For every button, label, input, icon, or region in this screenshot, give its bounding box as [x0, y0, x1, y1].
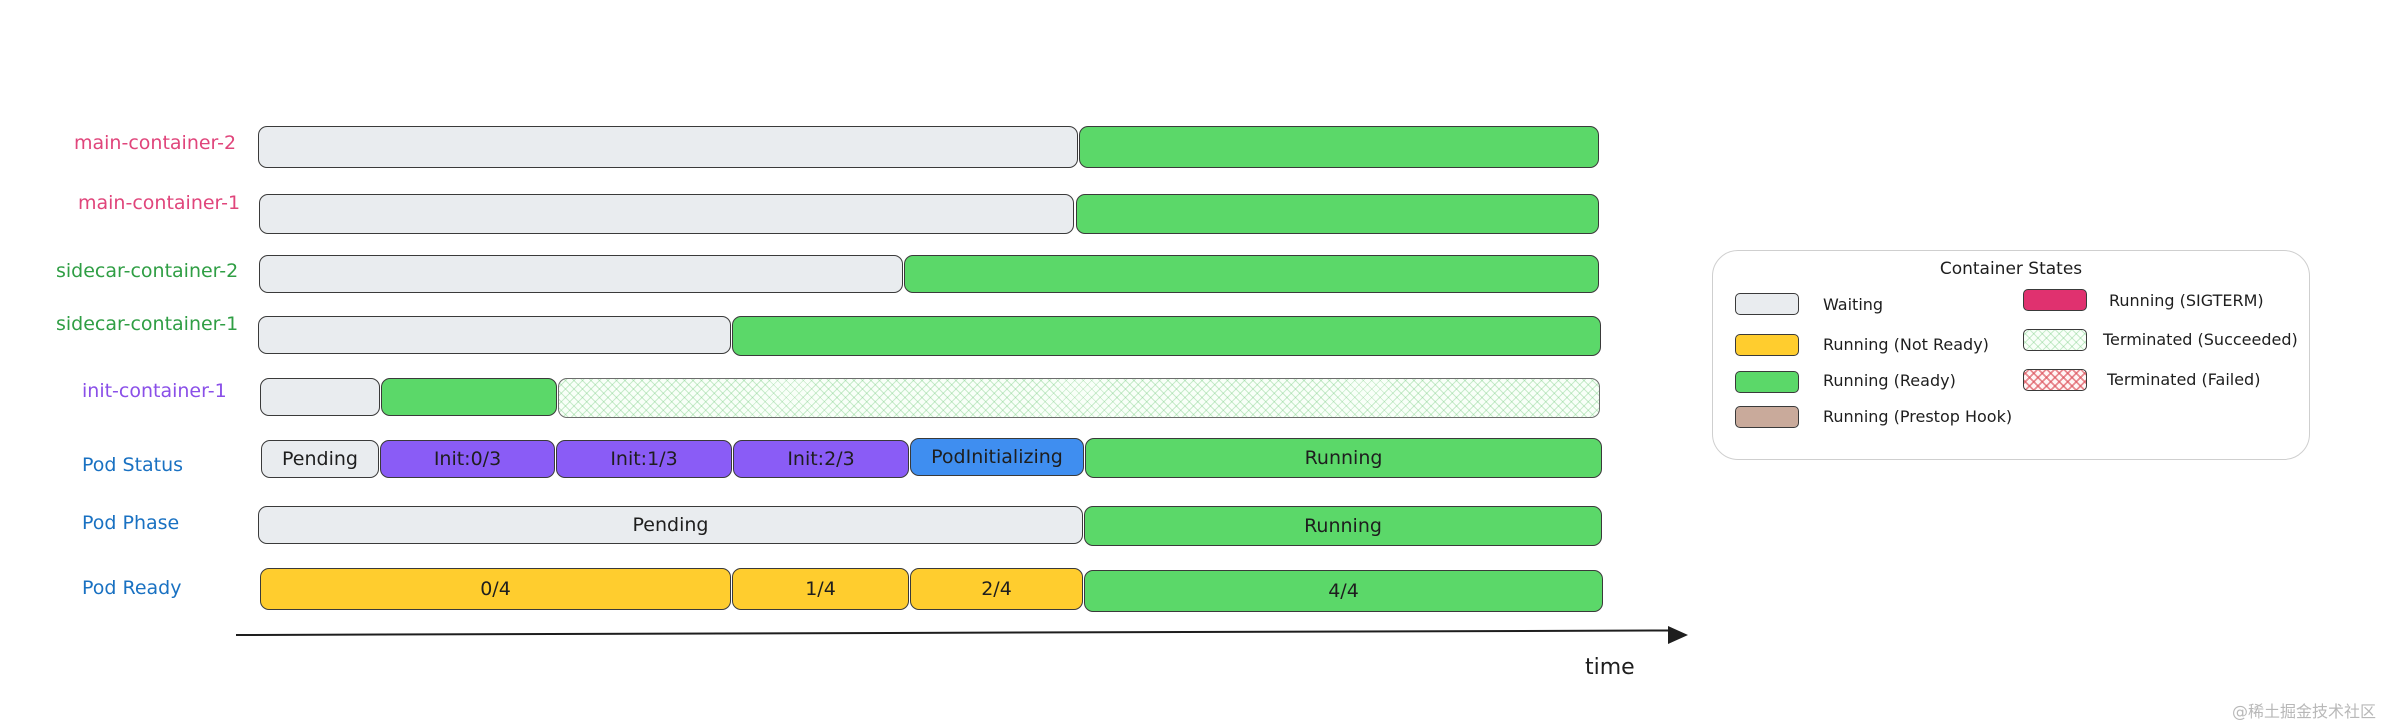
init-container-1-succeeded-bar [558, 378, 1600, 418]
main-container-1-waiting-bar [259, 194, 1074, 234]
legend-swatch-running-prestop-hook [1735, 406, 1799, 428]
pod-status-pending: Pending [261, 440, 379, 478]
pod-status-init-0-3: Init:0/3 [380, 440, 555, 478]
sidecar-container-1-ready-bar [732, 316, 1601, 356]
legend-panel: Container States Waiting Running (Not Re… [1712, 250, 2310, 460]
pod-status-init-1-3: Init:1/3 [556, 440, 732, 478]
row-label-pod-status: Pod Status [82, 454, 184, 476]
legend-label-terminated-failed: Terminated (Failed) [2107, 370, 2261, 389]
legend-swatch-waiting [1735, 293, 1799, 315]
pod-ready-4-of-4: 4/4 [1084, 570, 1603, 612]
legend-swatch-terminated-succeeded [2023, 329, 2087, 351]
legend-label-running-not-ready: Running (Not Ready) [1823, 335, 1989, 354]
row-label-pod-ready: Pod Ready [82, 577, 182, 599]
main-container-1-ready-bar [1076, 194, 1599, 234]
sidecar-container-1-waiting-bar [258, 316, 731, 354]
legend-title: Container States [1939, 259, 2083, 279]
row-label-pod-phase: Pod Phase [82, 512, 180, 534]
legend-label-running-prestop-hook: Running (Prestop Hook) [1823, 407, 2013, 426]
pod-ready-1-of-4: 1/4 [732, 568, 909, 610]
pod-ready-2-of-4: 2/4 [910, 568, 1083, 610]
legend-swatch-running-sigterm [2023, 289, 2087, 311]
row-label-main-container-1: main-container-1 [78, 192, 241, 214]
init-container-1-waiting-bar [260, 378, 380, 416]
legend-label-running-sigterm: Running (SIGTERM) [2109, 291, 2264, 310]
init-container-1-ready-bar [381, 378, 557, 416]
row-label-main-container-2: main-container-2 [74, 132, 237, 154]
row-label-sidecar-container-2: sidecar-container-2 [56, 260, 239, 282]
legend-swatch-running-ready [1735, 371, 1799, 393]
pod-phase-pending: Pending [258, 506, 1083, 544]
time-axis-arrowhead [1668, 626, 1688, 644]
legend-swatch-running-not-ready [1735, 334, 1799, 356]
watermark: @稀土掘金技术社区 [2231, 702, 2376, 721]
main-container-2-waiting-bar [258, 126, 1078, 168]
legend-label-waiting: Waiting [1823, 295, 1884, 314]
row-label-init-container-1: init-container-1 [82, 380, 227, 402]
main-container-2-ready-bar [1079, 126, 1599, 168]
legend-swatch-terminated-failed [2023, 369, 2087, 391]
pod-status-running: Running [1085, 438, 1602, 478]
sidecar-container-2-waiting-bar [259, 255, 903, 293]
pod-phase-running: Running [1084, 506, 1602, 546]
pod-status-podinitializing: PodInitializing [910, 438, 1084, 476]
legend-label-terminated-succeeded: Terminated (Succeeded) [2103, 330, 2298, 349]
time-axis-label: time [1585, 655, 1635, 680]
row-label-sidecar-container-1: sidecar-container-1 [56, 313, 239, 335]
pod-ready-0-of-4: 0/4 [260, 568, 731, 610]
sidecar-container-2-ready-bar [904, 255, 1599, 293]
time-axis-line [235, 629, 1676, 636]
legend-label-running-ready: Running (Ready) [1823, 371, 1956, 390]
pod-status-init-2-3: Init:2/3 [733, 440, 909, 478]
